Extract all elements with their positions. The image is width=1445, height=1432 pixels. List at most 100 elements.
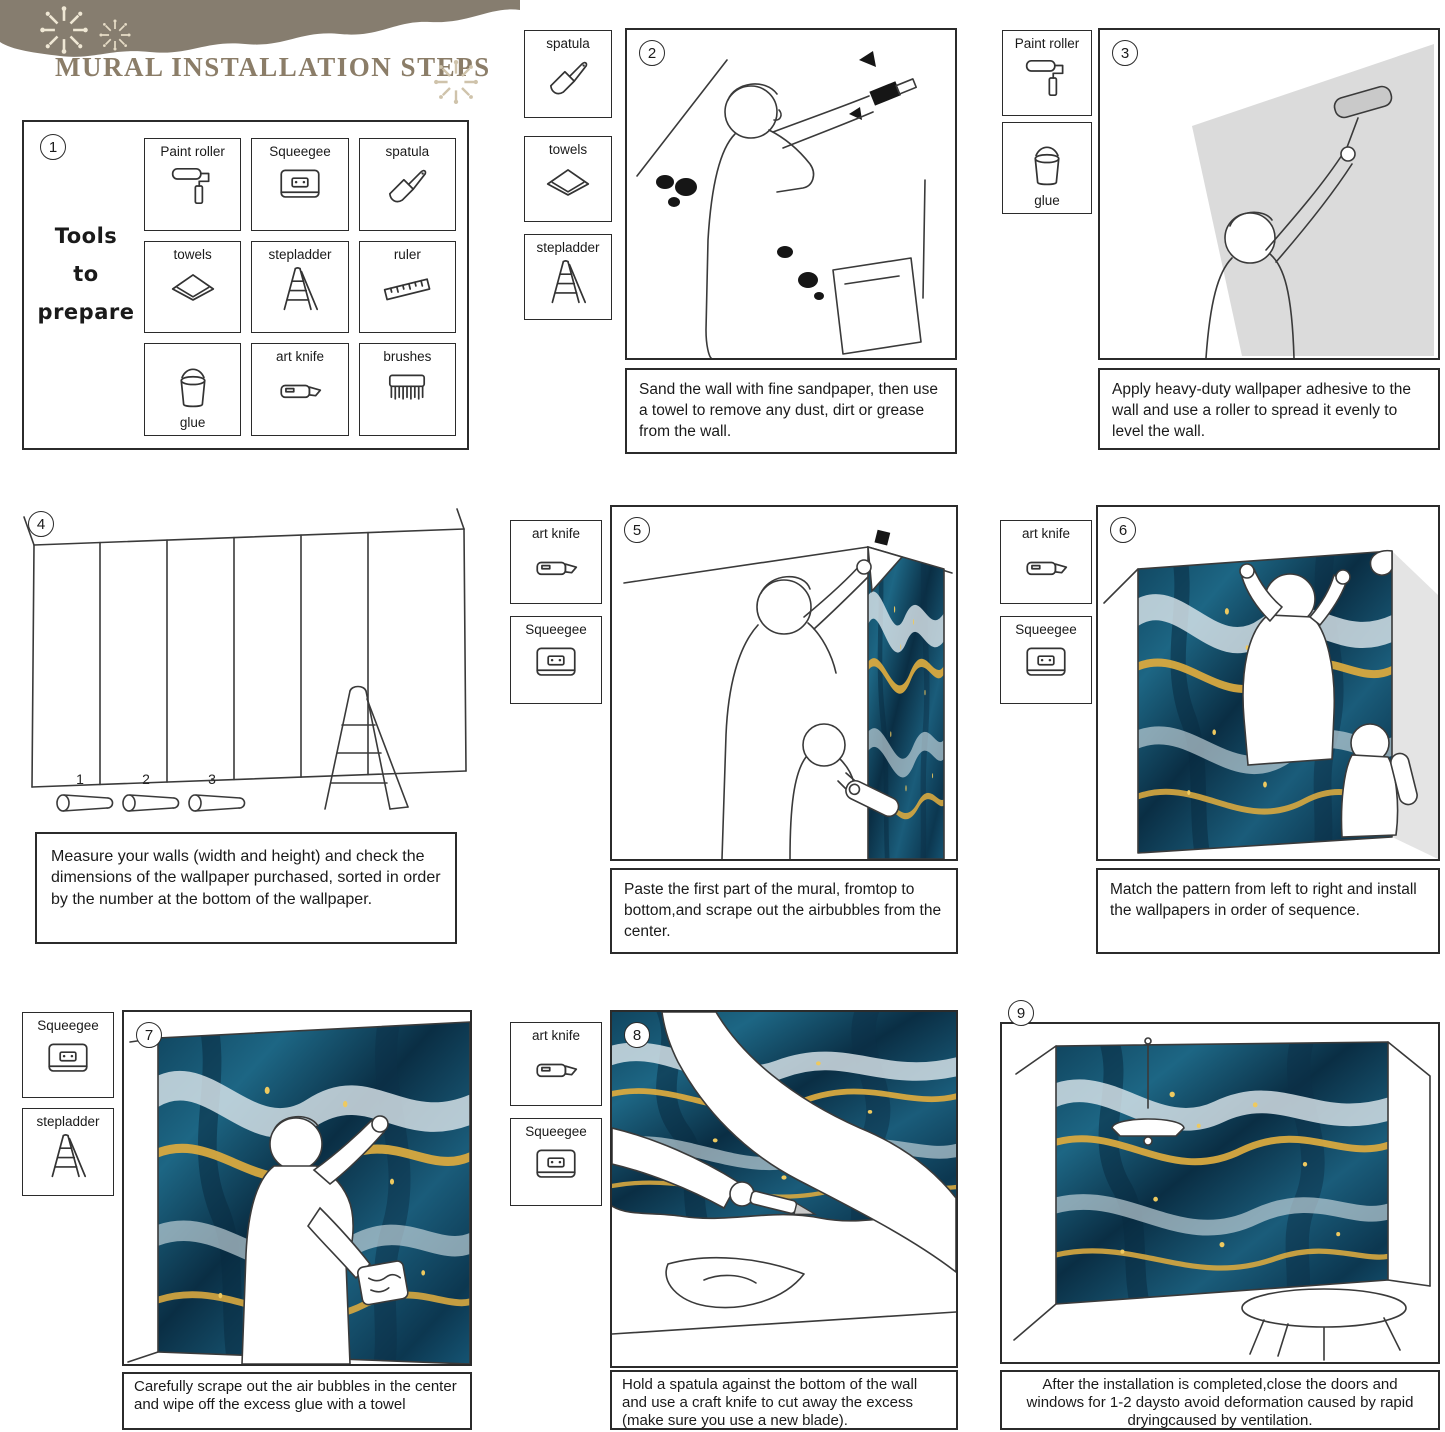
tool-chip-label: Squeegee (525, 622, 587, 637)
squeegee-icon (37, 1035, 99, 1085)
step-5-drawing (623, 529, 953, 859)
tools-label-line: prepare (37, 299, 135, 324)
step-7-number: 7 (136, 1022, 162, 1048)
wall-stains (656, 51, 876, 300)
tool-chip-label: stepladder (536, 240, 600, 255)
step-5-number: 5 (624, 517, 650, 543)
flower-doodle-icon (432, 58, 480, 106)
person-figure (1205, 146, 1356, 358)
step-7-drawing (127, 1021, 470, 1364)
step-1-tools-panel: 1 Tools to prepare Paint roller Squeegee… (22, 120, 469, 450)
towel-icon (537, 159, 599, 209)
tools-label-line: Tools (54, 224, 118, 248)
tool-chip-art-knife: art knife (510, 520, 602, 604)
person-figure (241, 1115, 409, 1364)
tool-chip-squeegee: Squeegee (1000, 616, 1092, 704)
tool-box-art-knife: art knife (251, 343, 349, 436)
step-4-number: 4 (28, 511, 54, 537)
spatula-icon (537, 53, 599, 103)
tool-chip-stepladder: stepladder (524, 234, 612, 320)
ruler-icon (376, 264, 438, 314)
art-knife-icon (525, 543, 587, 593)
tool-chip-towels: towels (524, 136, 612, 222)
tool-box-squeegee: Squeegee (251, 138, 349, 231)
arm-sketch (661, 1012, 956, 1274)
step-6-drawing (1103, 549, 1438, 859)
tool-label: ruler (393, 246, 421, 262)
spatula-sketch (869, 78, 918, 106)
pendant-lamp (1111, 1037, 1185, 1146)
wallpaper-rolls: 1 2 3 (56, 771, 246, 812)
step-7-illustration: 7 (122, 1010, 472, 1366)
paint-roller-icon (1016, 53, 1078, 103)
dust-pan-sketch (832, 257, 922, 355)
tool-label: art knife (275, 349, 324, 365)
towel-icon (162, 264, 224, 314)
paint-roller-sketch (1333, 85, 1393, 151)
brushes-icon (376, 366, 438, 416)
step-2-drawing (636, 51, 926, 358)
step-1-number: 1 (40, 134, 66, 160)
tool-chip-paint-roller: Paint roller (1002, 30, 1092, 116)
step-7-caption: Carefully scrape out the air bubbles in … (122, 1372, 472, 1430)
step-6-number: 6 (1110, 517, 1136, 543)
tool-chip-squeegee: Squeegee (510, 616, 602, 704)
cut-strip-curl (665, 1256, 805, 1309)
rolled-corner (1369, 549, 1393, 576)
stepladder-icon (537, 257, 599, 307)
tool-label: glue (179, 414, 206, 430)
step-2-number: 2 (639, 40, 665, 66)
tools-grid: Paint roller Squeegee spatula towels ste… (144, 138, 456, 436)
tool-chip-label: art knife (531, 1028, 581, 1043)
step-3-caption: Apply heavy-duty wallpaper adhesive to t… (1098, 368, 1440, 450)
tool-chip-label: Squeegee (525, 1124, 587, 1139)
step-3-drawing (1192, 44, 1434, 358)
step-6-illustration: 6 (1096, 505, 1440, 861)
tool-chip-label: towels (548, 142, 588, 157)
step-5-illustration: 5 (610, 505, 958, 861)
art-knife-icon (269, 366, 331, 416)
tool-box-ruler: ruler (358, 240, 456, 334)
mural-wall (1043, 1032, 1402, 1315)
glue-icon (162, 365, 224, 415)
tool-chip-label: art knife (1021, 526, 1071, 541)
step-4-illustration: 4 1 2 3 (20, 505, 470, 830)
paint-roller-icon (162, 161, 224, 211)
room-outline (1013, 1041, 1431, 1341)
step-8-number: 8 (624, 1022, 650, 1048)
tool-box-paint-roller: Paint roller (144, 138, 242, 231)
tool-box-spatula: spatula (358, 138, 456, 231)
tools-label-line: to (73, 261, 99, 286)
tool-box-stepladder: stepladder (251, 240, 349, 334)
tool-box-towels: towels (144, 240, 242, 334)
step-8-illustration: 8 (610, 1010, 958, 1368)
craft-knife-sketch (749, 1190, 817, 1215)
tool-chip-label: spatula (546, 36, 590, 51)
tool-chip-art-knife: art knife (1000, 520, 1092, 604)
roll-number-1: 1 (76, 771, 84, 787)
step-3-number: 3 (1112, 40, 1138, 66)
corner-marker (874, 529, 891, 546)
tool-chip-glue: glue (1002, 122, 1092, 214)
tool-box-brushes: brushes (358, 343, 456, 436)
step-3-illustration: 3 (1098, 28, 1440, 360)
step-2-caption: Sand the wall with fine sandpaper, then … (625, 368, 957, 454)
adult-figure (1239, 563, 1351, 766)
wall-sketch (23, 508, 467, 788)
adult-figure (721, 559, 872, 859)
tool-chip-label: stepladder (36, 1114, 100, 1129)
tool-box-glue: glue (144, 343, 242, 436)
step-6-caption: Match the pattern from left to right and… (1096, 868, 1440, 954)
forearm-sketch (612, 1127, 740, 1210)
tool-chip-label: Paint roller (1014, 36, 1080, 51)
tool-chip-stepladder: stepladder (22, 1108, 114, 1196)
tool-chip-label: glue (1034, 193, 1060, 208)
adhesive-coated-area (1192, 44, 1434, 356)
tool-label: Paint roller (160, 144, 225, 159)
tool-chip-squeegee: Squeegee (22, 1012, 114, 1098)
person-figure (705, 83, 874, 358)
step-5-caption: Paste the first part of the mural, fromt… (610, 868, 958, 954)
squeegee-icon (269, 161, 331, 211)
banner-wave (0, 0, 520, 57)
